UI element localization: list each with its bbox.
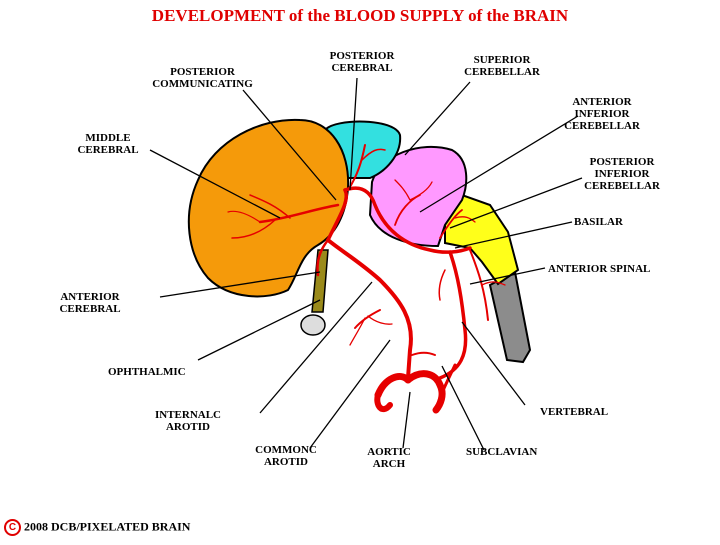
- spinal-cord: [488, 270, 532, 364]
- label-anterior-cerebral: ANTERIOR CEREBRAL: [50, 291, 130, 315]
- label-ophthalmic: OPHTHALMIC: [108, 366, 202, 378]
- label-line: AROTID: [165, 421, 210, 433]
- arteries: [227, 144, 506, 414]
- label-internal-carotid: INTERNALC AROTID: [148, 409, 228, 433]
- label-common-carotid: COMMONC AROTID: [248, 444, 324, 468]
- label-line: BASILAR: [574, 216, 623, 228]
- label-line: POSTERIOR: [589, 156, 655, 168]
- copyright-text: 2008 DCB/PIXELATED BRAIN: [24, 519, 191, 534]
- label-line: ANTERIOR: [60, 291, 120, 303]
- optic-cup: [300, 314, 326, 336]
- label-line: SUBCLAVIAN: [466, 446, 538, 458]
- label-line: COMMUNICATING: [152, 78, 253, 90]
- label-line: POSTERIOR: [329, 50, 395, 62]
- label-subclavian: SUBCLAVIAN: [466, 446, 556, 458]
- label-line: MIDDLE: [85, 132, 131, 144]
- label-vertebral: VERTEBRAL: [540, 406, 624, 418]
- label-line: SUPERIOR: [473, 54, 531, 66]
- label-line: INFERIOR: [594, 168, 650, 180]
- label-line: POSTERIOR: [170, 66, 235, 78]
- label-line: CEREBELLAR: [464, 66, 540, 78]
- label-anterior-inferior-cerebellar: ANTERIOR INFERIOR CEREBELLAR: [552, 96, 652, 132]
- label-line: ANTERIOR: [572, 96, 632, 108]
- label-line: CEREBRAL: [77, 144, 139, 156]
- label-superior-cerebellar: SUPERIOR CEREBELLAR: [452, 54, 552, 78]
- label-line: CEREBELLAR: [564, 120, 640, 132]
- label-line: ANTERIOR SPINAL: [548, 263, 651, 275]
- label-posterior-inferior-cerebellar: POSTERIOR INFERIOR CEREBELLAR: [572, 156, 672, 192]
- label-line: CEREBRAL: [59, 303, 121, 315]
- label-line: CEREBELLAR: [584, 180, 660, 192]
- label-aortic-arch: AORTIC ARCH: [356, 446, 422, 470]
- label-line: AROTID: [263, 456, 308, 468]
- label-basilar: BASILAR: [574, 216, 638, 228]
- leader-lines: [149, 77, 583, 451]
- copyright-icon: C: [4, 519, 21, 536]
- label-line: ARCH: [372, 458, 406, 470]
- label-line: VERTEBRAL: [540, 406, 609, 418]
- label-line: OPHTHALMIC: [108, 366, 186, 378]
- label-anterior-spinal: ANTERIOR SPINAL: [548, 263, 668, 275]
- label-line: CEREBRAL: [331, 62, 393, 74]
- label-line: COMMONC: [255, 444, 317, 456]
- label-line: AORTIC: [367, 446, 411, 458]
- label-middle-cerebral: MIDDLE CEREBRAL: [68, 132, 148, 156]
- label-line: INTERNALC: [154, 409, 221, 421]
- label-line: INFERIOR: [574, 108, 630, 120]
- optic-stalk: [311, 249, 329, 313]
- diagram-title: DEVELOPMENT of the BLOOD SUPPLY of the B…: [151, 6, 569, 25]
- label-posterior-cerebral: POSTERIOR CEREBRAL: [322, 50, 402, 74]
- label-posterior-communicating: POSTERIOR COMMUNICATING: [140, 66, 265, 90]
